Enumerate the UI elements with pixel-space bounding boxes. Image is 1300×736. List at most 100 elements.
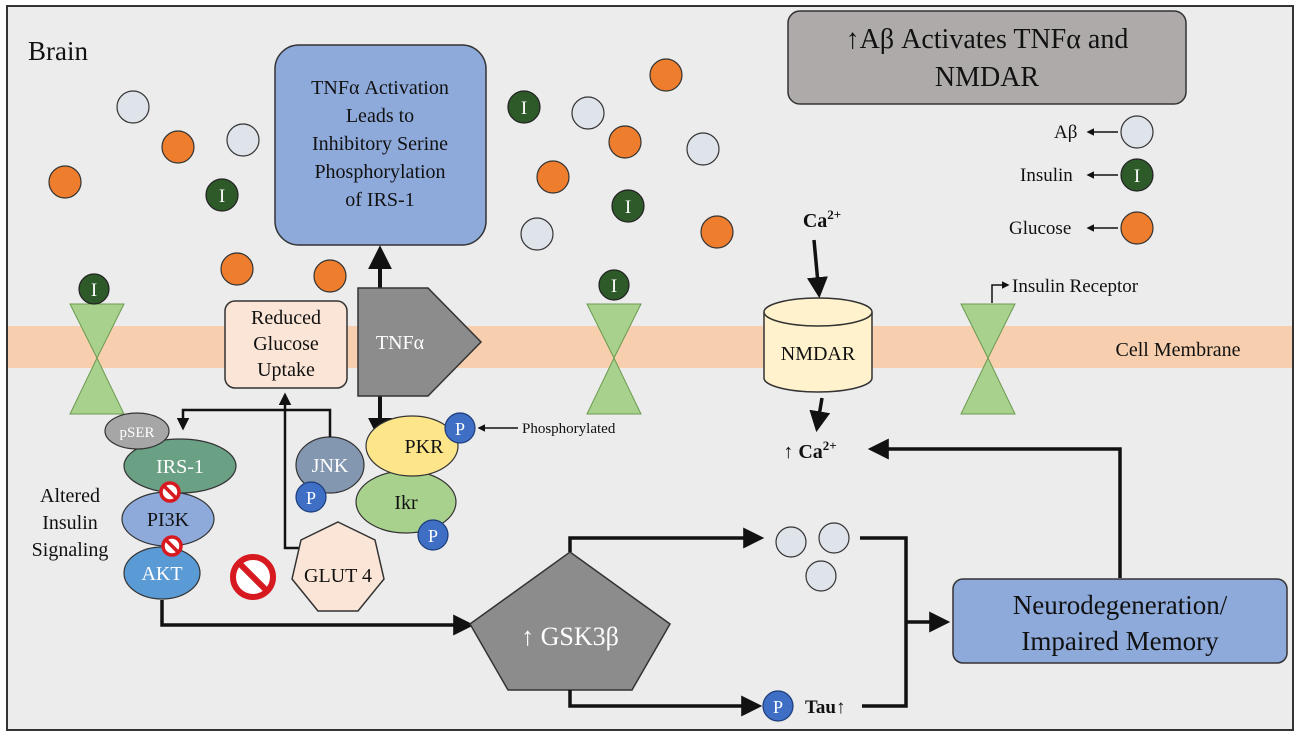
outcome-line2: Impaired Memory <box>1021 626 1219 656</box>
phospho-marker: P <box>444 412 476 444</box>
abeta-molecule <box>775 526 807 558</box>
legend: Aβ Insulin I Glucose <box>1009 115 1154 245</box>
legend-glucose-label: Glucose <box>1009 218 1071 239</box>
phospho-glyph: P <box>428 526 438 546</box>
key-box-line1: ↑Aβ Activates TNFα and <box>846 24 1129 55</box>
insulin-receptor-label: Insulin Receptor <box>1012 276 1139 297</box>
insulin-molecule: I <box>507 90 541 124</box>
insulin-glyph: I <box>91 280 97 301</box>
nmdar-label: NMDAR <box>781 343 856 365</box>
inhibit-icon <box>159 481 181 503</box>
brain-label: Brain <box>28 36 88 66</box>
phospho-marker: P <box>762 690 794 722</box>
reduced-glucose-line: Reduced <box>251 307 321 329</box>
cell-membrane <box>8 326 1292 368</box>
tnf-box-line: TNFα Activation <box>311 77 449 99</box>
legend-insulin-icon: I <box>1120 158 1154 192</box>
glucose-molecule <box>313 259 347 293</box>
insulin-glyph: I <box>611 276 617 297</box>
legend-glucose-icon <box>1120 211 1154 245</box>
tnf-box-line: of IRS-1 <box>345 189 414 211</box>
altered-signaling-line: Altered <box>40 485 100 507</box>
phospho-marker: P <box>295 481 327 513</box>
akt-to-gsk3b-arrow <box>160 600 475 636</box>
inhibit-icon <box>161 535 183 557</box>
glucose-molecule <box>161 130 195 164</box>
jnk-to-irs1-arrow <box>176 408 332 437</box>
glucose-molecule <box>608 125 642 159</box>
insulin-receptor-pointer <box>991 281 1010 303</box>
cell-membrane-label: Cell Membrane <box>1116 339 1241 361</box>
ikr-label: Ikr <box>394 492 418 514</box>
tnf-box-line: Inhibitory Serine <box>312 133 448 155</box>
gsk3b-to-abeta-arrow <box>568 527 765 552</box>
outcome-box <box>952 578 1288 664</box>
abeta-molecule <box>805 560 837 592</box>
phospho-glyph: P <box>306 488 316 508</box>
reduced-glucose-line: Glucose <box>253 333 319 355</box>
abeta-molecule <box>571 96 605 130</box>
phospho-marker: P <box>417 519 449 551</box>
legend-insulin-label: Insulin <box>1020 165 1073 186</box>
legend-abeta-icon <box>1120 115 1154 149</box>
abeta-molecule <box>226 123 260 157</box>
pser-label: pSER <box>119 425 154 441</box>
glucose-molecule <box>220 252 254 286</box>
pser-node <box>104 412 170 450</box>
glucose-molecule <box>536 160 570 194</box>
tnf-box-line: Phosphorylation <box>314 161 445 183</box>
insulin-glyph: I <box>1134 166 1140 187</box>
pkr-node <box>365 415 459 477</box>
tnf-receptor-label: TNFα <box>376 332 425 354</box>
abeta-molecule <box>116 90 150 124</box>
akt-label: AKT <box>141 563 182 585</box>
insulin-receptor: I <box>69 273 125 415</box>
tau-label: Tau↑ <box>805 697 846 718</box>
glucose-molecule <box>700 215 734 249</box>
altered-signaling-line: Signaling <box>32 539 109 561</box>
reduced-glucose-line: Uptake <box>257 359 315 381</box>
insulin-molecule: I <box>205 178 239 212</box>
insulin-molecule: I <box>611 189 645 223</box>
gsk3b-label: ↑ GSK3β <box>521 622 619 651</box>
glut4-to-glucose-arrow <box>278 392 303 550</box>
insulin-glyph: I <box>521 98 527 119</box>
glut4-label: GLUT 4 <box>304 565 372 587</box>
pkr-label: PKR <box>405 436 445 458</box>
outcome-line1: Neurodegeneration/ <box>1013 590 1228 620</box>
calcium-label: Ca2+ <box>803 207 841 232</box>
reduced-glucose-box <box>224 300 348 389</box>
glucose-molecule <box>649 58 683 92</box>
abeta-molecule <box>686 132 720 166</box>
abeta-molecule <box>818 522 850 554</box>
outcome-to-calcium-arrow <box>867 438 1122 578</box>
altered-signaling-line: Insulin <box>42 512 98 534</box>
irs1-label: IRS-1 <box>156 456 204 478</box>
nmdar-channel <box>763 297 873 393</box>
legend-abeta-label: Aβ <box>1054 122 1077 143</box>
calcium-increase-label: ↑ Ca2+ <box>783 438 836 463</box>
tnf-box-line: Leads to <box>346 105 414 127</box>
phosphorylated-label: Phosphorylated <box>522 421 616 437</box>
insulin-receptor: I <box>586 269 642 415</box>
key-box <box>787 10 1187 105</box>
phospho-glyph: P <box>773 697 783 717</box>
extracellular-molecules: I I I <box>48 58 734 293</box>
glucose-molecule <box>48 165 82 199</box>
calcium-out-arrow <box>809 397 831 433</box>
key-box-line2: NMDAR <box>935 62 1040 93</box>
glut4-node <box>291 521 385 612</box>
jnk-label: JNK <box>312 455 349 477</box>
gsk3b-to-tau-arrow <box>568 690 763 717</box>
tnf-activation-box <box>274 44 487 246</box>
inhibit-icon <box>230 554 276 600</box>
insulin-glyph: I <box>625 197 631 218</box>
abeta-molecule <box>520 217 554 251</box>
tnf-receptor <box>357 287 483 397</box>
insulin-receptor <box>960 303 1016 415</box>
pi3k-label: PI3K <box>147 509 190 531</box>
calcium-influx-arrow <box>806 239 828 299</box>
insulin-glyph: I <box>219 186 225 207</box>
phospho-glyph: P <box>455 419 465 439</box>
